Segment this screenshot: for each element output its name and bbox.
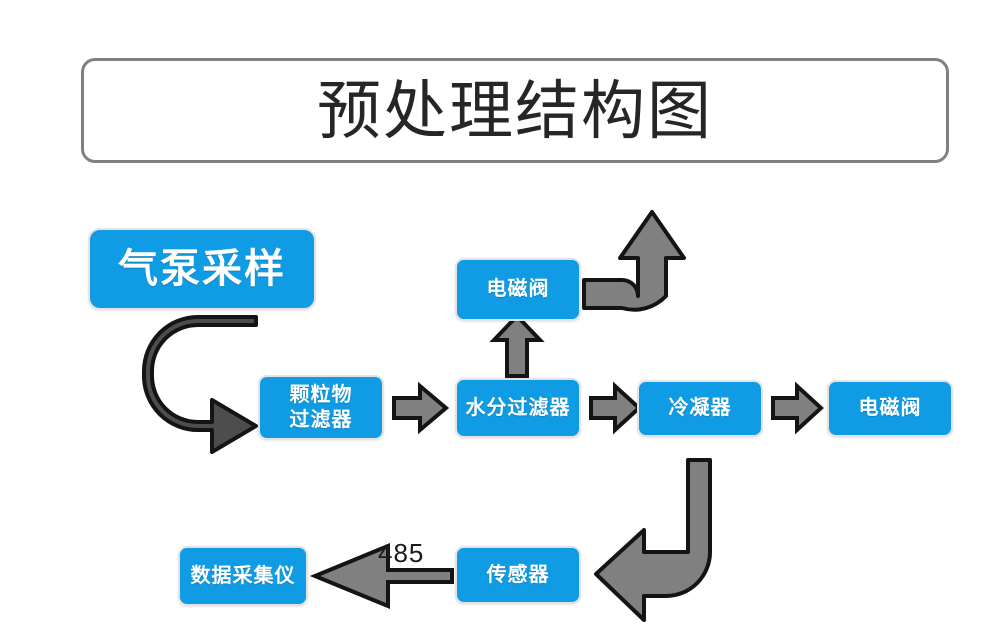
page-title: 预处理结构图 [317, 74, 713, 147]
node-label: 颗粒物 过滤器 [289, 384, 353, 431]
node-air-pump-sampling[interactable]: 气泵采样 [88, 228, 316, 310]
edge-solenoid-top-exhaust-icon [582, 210, 686, 312]
node-label: 冷凝器 [668, 397, 732, 420]
node-label: 传感器 [486, 563, 550, 586]
node-data-acquisition-unit[interactable]: 数据采集仪 [178, 546, 308, 606]
node-moisture-filter[interactable]: 水分过滤器 [455, 378, 581, 438]
edge-pump-to-particulate-icon [142, 315, 258, 454]
node-label: 电磁阀 [486, 278, 550, 301]
edge-sensor-to-daq-icon [309, 543, 454, 609]
node-label: 数据采集仪 [190, 564, 296, 587]
edge-condenser-to-solenoid-icon [771, 381, 824, 435]
edge-water-to-solenoid-top-icon [489, 313, 545, 378]
diagram-title-box: 预处理结构图 [81, 58, 949, 163]
edge-solenoid-to-sensor-icon [594, 458, 712, 622]
edge-particulate-to-water-icon [392, 381, 450, 435]
node-condenser[interactable]: 冷凝器 [637, 380, 763, 437]
node-label: 电磁阀 [858, 397, 922, 420]
edge-water-to-condenser-icon [589, 381, 642, 435]
node-label: 气泵采样 [118, 246, 286, 291]
node-solenoid-valve-right[interactable]: 电磁阀 [827, 380, 953, 437]
node-particulate-filter[interactable]: 颗粒物 过滤器 [258, 375, 384, 440]
node-solenoid-valve-top[interactable]: 电磁阀 [455, 258, 581, 321]
edge-label-485: 485 [378, 538, 425, 568]
node-label: 水分过滤器 [465, 396, 571, 419]
node-sensor[interactable]: 传感器 [455, 546, 581, 604]
